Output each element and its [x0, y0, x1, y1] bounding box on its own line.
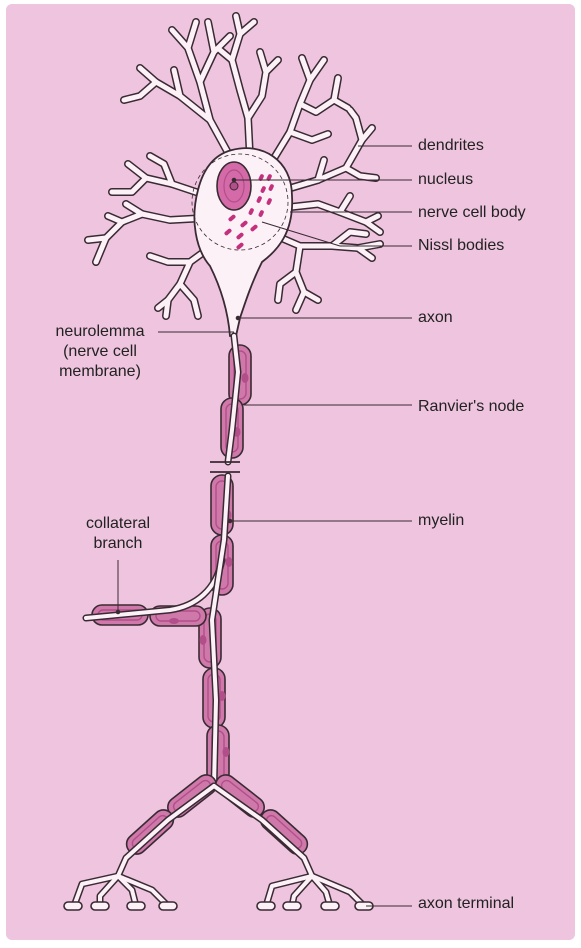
label-nerve-cell-body: nerve cell body: [418, 204, 526, 221]
cell-body-boundary: [191, 153, 289, 251]
label-myelin: myelin: [418, 512, 465, 529]
nissl-bodies: [224, 174, 274, 250]
label-ranvier-node: Ranvier's node: [418, 398, 525, 415]
label-neurolemma: neurolemma (nerve cell membrane): [40, 322, 160, 382]
nucleus: [216, 161, 252, 211]
axon-break-mark: [210, 461, 240, 473]
label-nissl-bodies: Nissl bodies: [418, 237, 505, 254]
label-dendrites: dendrites: [418, 137, 484, 154]
label-collateral-line2: branch: [93, 535, 143, 552]
label-neurolemma-line1: neurolemma: [55, 323, 145, 340]
diagram-background: [6, 4, 575, 940]
label-axon: axon: [418, 309, 453, 326]
label-collateral-branch: collateral branch: [70, 514, 166, 554]
label-nucleus: nucleus: [418, 171, 474, 188]
axon-terminals: [63, 782, 374, 911]
label-neurolemma-line2: (nerve cell: [63, 343, 137, 360]
label-neurolemma-line3: membrane): [59, 363, 141, 380]
label-collateral-line1: collateral: [85, 515, 151, 532]
leader-lines: [115, 145, 412, 907]
label-axon-terminal: axon terminal: [418, 895, 515, 912]
collateral-branch: [82, 556, 226, 627]
